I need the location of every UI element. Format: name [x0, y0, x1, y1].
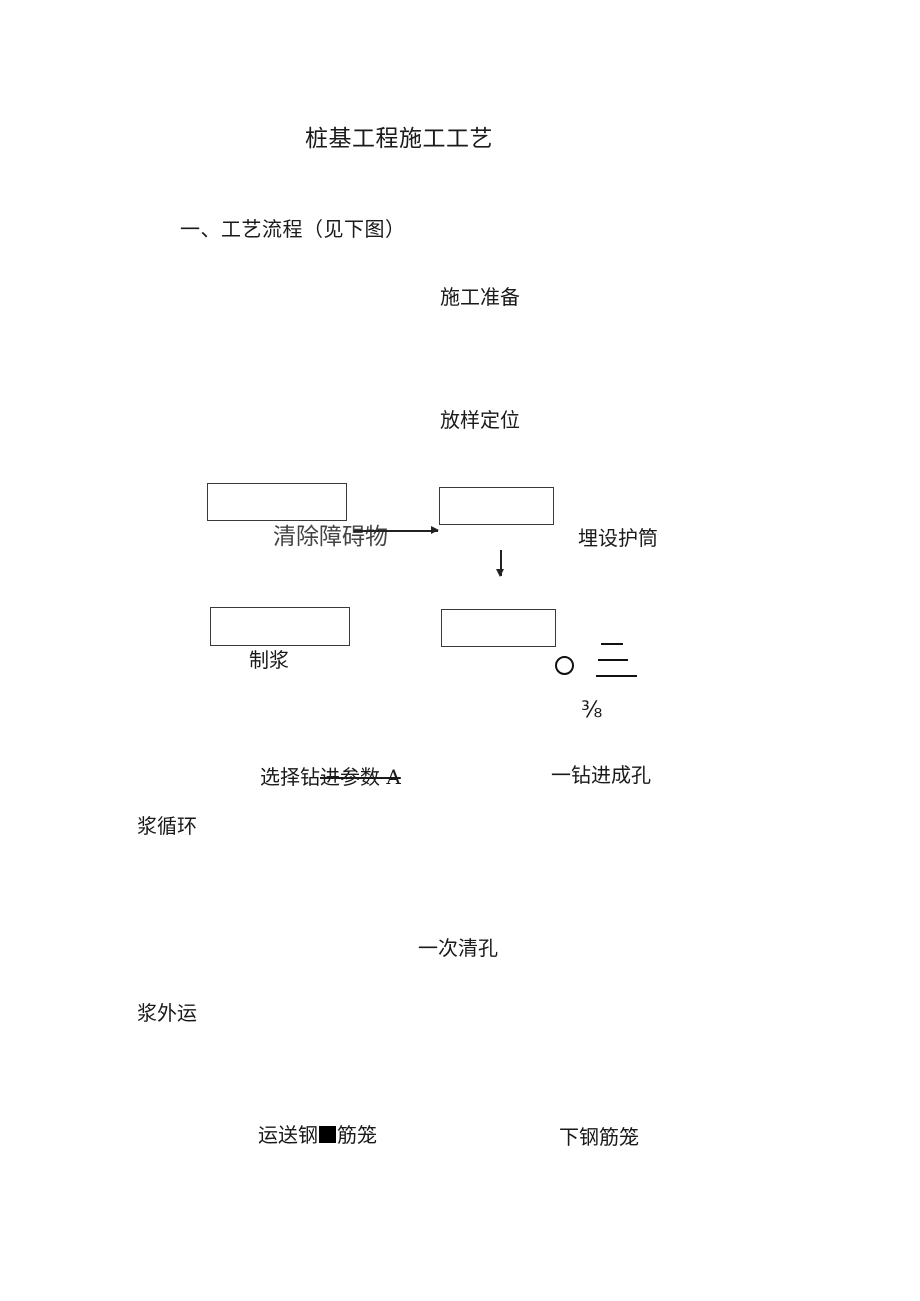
section-heading: 一、工艺流程（见下图）	[180, 217, 406, 241]
step-layout-positioning: 放样定位	[440, 408, 520, 432]
step-select-drill-params-struck: 进参数 A	[320, 765, 401, 789]
three-symbol-line-bottom	[596, 675, 637, 677]
step-make-slurry: 制浆	[249, 648, 289, 672]
step-transport-cage-post: 筋笼	[337, 1123, 377, 1147]
step-transport-cage: 运送钢筋笼	[258, 1125, 377, 1145]
three-symbol-line-top	[601, 643, 623, 645]
flow-box-1	[207, 483, 347, 521]
black-square-icon	[319, 1126, 336, 1143]
three-symbol-line-mid	[598, 659, 628, 661]
step-transport-cage-pre: 运送钢	[258, 1123, 318, 1147]
document-title: 桩基工程施工工艺	[305, 126, 493, 152]
step-construction-prep: 施工准备	[440, 285, 520, 309]
arrow-down-icon	[497, 550, 503, 577]
flow-box-4	[441, 609, 556, 647]
step-slurry-circulation: 浆循环	[137, 814, 197, 838]
step-slurry-outbound: 浆外运	[137, 1001, 197, 1025]
step-select-drill-params-pre: 选择钻	[260, 765, 320, 789]
arrow-right-icon	[354, 527, 439, 533]
step-first-hole-cleaning: 一次清孔	[418, 936, 498, 960]
step-lower-cage: 下钢筋笼	[559, 1125, 639, 1149]
flow-box-3	[210, 607, 350, 646]
step-bury-casing: 埋设护筒	[578, 526, 658, 550]
step-select-drill-params: 选择钻进参数 A	[260, 767, 401, 787]
circle-symbol-icon	[555, 656, 574, 675]
flow-box-2	[439, 487, 554, 525]
fraction-symbol: ⅜	[581, 698, 603, 723]
step-drill-hole: 一钻进成孔	[551, 763, 651, 787]
